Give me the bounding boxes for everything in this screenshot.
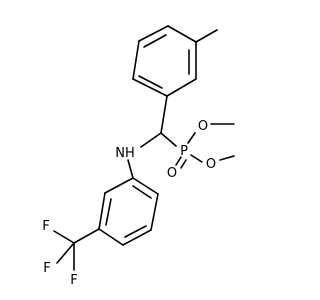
bond [73, 228, 100, 244]
bond [195, 29, 218, 43]
bond [138, 75, 163, 89]
fluorine-label: F [70, 273, 77, 288]
molecule-canvas: NH P O O O F F F [42, 25, 235, 288]
molecule-structure: NH P O O O F F F [42, 25, 235, 288]
bond [132, 185, 152, 199]
bond [150, 193, 159, 231]
bond [98, 228, 124, 246]
bond [138, 25, 169, 42]
bond [160, 132, 177, 147]
bond [143, 34, 167, 48]
nitrogen-h-label: NH [115, 146, 135, 161]
bond [132, 78, 168, 97]
bond [132, 40, 140, 80]
bond [124, 225, 147, 238]
fluorine-label: F [42, 219, 49, 234]
bond [190, 154, 203, 163]
bond [166, 78, 197, 97]
bond [140, 132, 162, 148]
bond [187, 132, 196, 144]
bond [132, 177, 159, 195]
bond [127, 159, 134, 179]
bond [122, 229, 152, 246]
oxygen-methoxy-lower-label: O [206, 157, 216, 172]
bond [98, 192, 106, 230]
phosphorus-label: P [180, 144, 188, 159]
oxygen-double-label: O [167, 166, 177, 181]
bond [175, 156, 182, 166]
bond [219, 155, 235, 161]
bond [104, 177, 134, 194]
bond [167, 25, 197, 43]
bond [105, 198, 112, 226]
bond [56, 242, 75, 264]
bond [160, 95, 168, 134]
bond [180, 159, 187, 169]
bonds [53, 25, 235, 271]
fluorine-label: F [43, 261, 50, 276]
oxygen-methoxy-upper-label: O [198, 119, 208, 134]
atom-labels: NH P O O O F F F [42, 119, 216, 288]
bond [53, 230, 75, 244]
